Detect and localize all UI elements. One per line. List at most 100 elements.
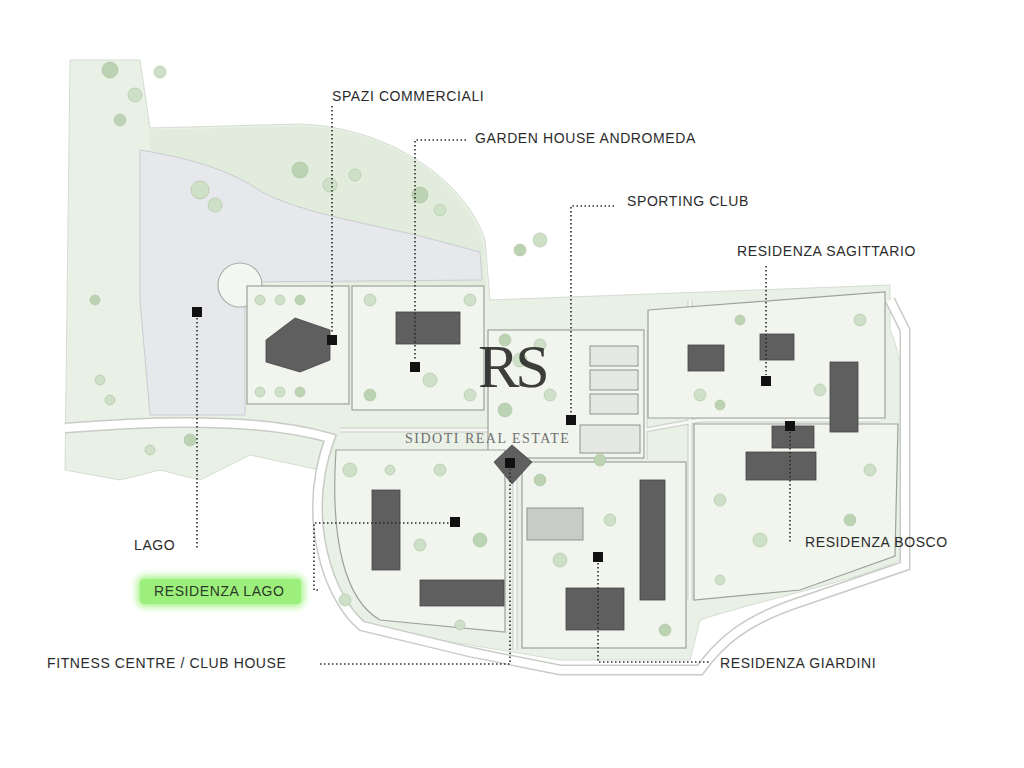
giardini-block <box>522 462 686 648</box>
leader-line <box>314 523 449 590</box>
tennis-court <box>590 370 638 390</box>
ground-layer <box>65 60 907 660</box>
tree <box>473 533 487 547</box>
tree <box>694 389 706 401</box>
tree <box>414 539 426 551</box>
tree <box>90 295 100 305</box>
tree <box>434 204 446 216</box>
location-marker <box>505 458 515 468</box>
leader-line <box>320 469 510 664</box>
tree <box>105 395 115 405</box>
building <box>746 452 816 480</box>
lake <box>140 150 482 415</box>
road <box>65 300 905 670</box>
watermark-logo: RS <box>478 334 546 398</box>
place-label: SPAZI COMMERCIALI <box>332 88 484 104</box>
badge-text: RESIDENZA LAGO <box>154 583 287 599</box>
tree <box>715 400 725 410</box>
tree <box>191 181 209 199</box>
tree <box>323 178 337 192</box>
tree <box>295 295 305 305</box>
tree <box>295 387 305 397</box>
tree <box>364 294 376 306</box>
location-marker <box>450 517 460 527</box>
building <box>830 362 858 432</box>
tree <box>275 295 285 305</box>
road-edge <box>65 300 905 670</box>
tree <box>753 533 767 547</box>
tree <box>735 315 745 325</box>
tree <box>854 314 866 326</box>
tree <box>255 387 265 397</box>
location-marker <box>192 307 202 317</box>
tree <box>128 88 142 102</box>
tree <box>154 66 166 78</box>
tree <box>255 295 265 305</box>
place-label: RESIDENZA SAGITTARIO <box>737 243 916 259</box>
location-marker <box>327 335 337 345</box>
building <box>266 318 330 372</box>
commercial-block <box>247 286 349 404</box>
tree <box>533 233 547 247</box>
tree <box>292 162 308 178</box>
tree <box>114 114 126 126</box>
tree <box>604 514 616 526</box>
garden-house-block <box>352 286 484 410</box>
tree <box>864 464 876 476</box>
lago-block <box>335 450 505 632</box>
tennis-court <box>590 394 638 414</box>
tree-layer <box>90 62 876 636</box>
road-layer <box>65 300 905 670</box>
leader-line <box>765 266 767 375</box>
location-marker <box>593 552 603 562</box>
location-marker <box>785 421 795 431</box>
tree <box>715 575 725 585</box>
place-label: LAGO <box>134 537 175 553</box>
tree <box>275 387 285 397</box>
location-marker <box>566 415 576 425</box>
building-layer <box>266 312 858 630</box>
tree <box>844 514 856 526</box>
tree <box>464 294 476 306</box>
leader-line <box>789 432 791 542</box>
building <box>420 580 504 606</box>
tennis-court <box>590 346 638 366</box>
place-label: SPORTING CLUB <box>627 193 749 209</box>
tree <box>553 553 567 567</box>
tree <box>434 464 446 476</box>
tree <box>95 375 105 385</box>
location-marker <box>410 362 420 372</box>
leader-line <box>196 318 198 548</box>
tree <box>184 434 196 446</box>
basket-court <box>580 425 640 453</box>
block-layer <box>247 286 898 648</box>
leader-line <box>331 106 333 334</box>
tree <box>498 403 512 417</box>
leader-line <box>571 206 614 414</box>
tree <box>464 389 476 401</box>
pool <box>527 508 583 540</box>
tree <box>814 384 826 396</box>
tree <box>534 474 546 486</box>
tree <box>349 169 361 181</box>
building <box>372 490 400 570</box>
tree <box>423 373 437 387</box>
building <box>640 480 665 600</box>
tree <box>714 494 726 506</box>
tree <box>102 62 118 78</box>
building <box>566 588 624 630</box>
building <box>494 445 532 484</box>
tree <box>659 624 671 636</box>
leader-line <box>415 140 466 361</box>
tree <box>145 445 155 455</box>
marker-layer <box>192 307 795 562</box>
location-marker <box>761 376 771 386</box>
tree <box>594 454 606 466</box>
tree <box>514 244 526 256</box>
place-label: RESIDENZA BOSCO <box>805 534 948 550</box>
building <box>760 334 794 360</box>
watermark-text: SIDOTI REAL ESTATE <box>405 431 570 447</box>
tree <box>455 620 465 630</box>
